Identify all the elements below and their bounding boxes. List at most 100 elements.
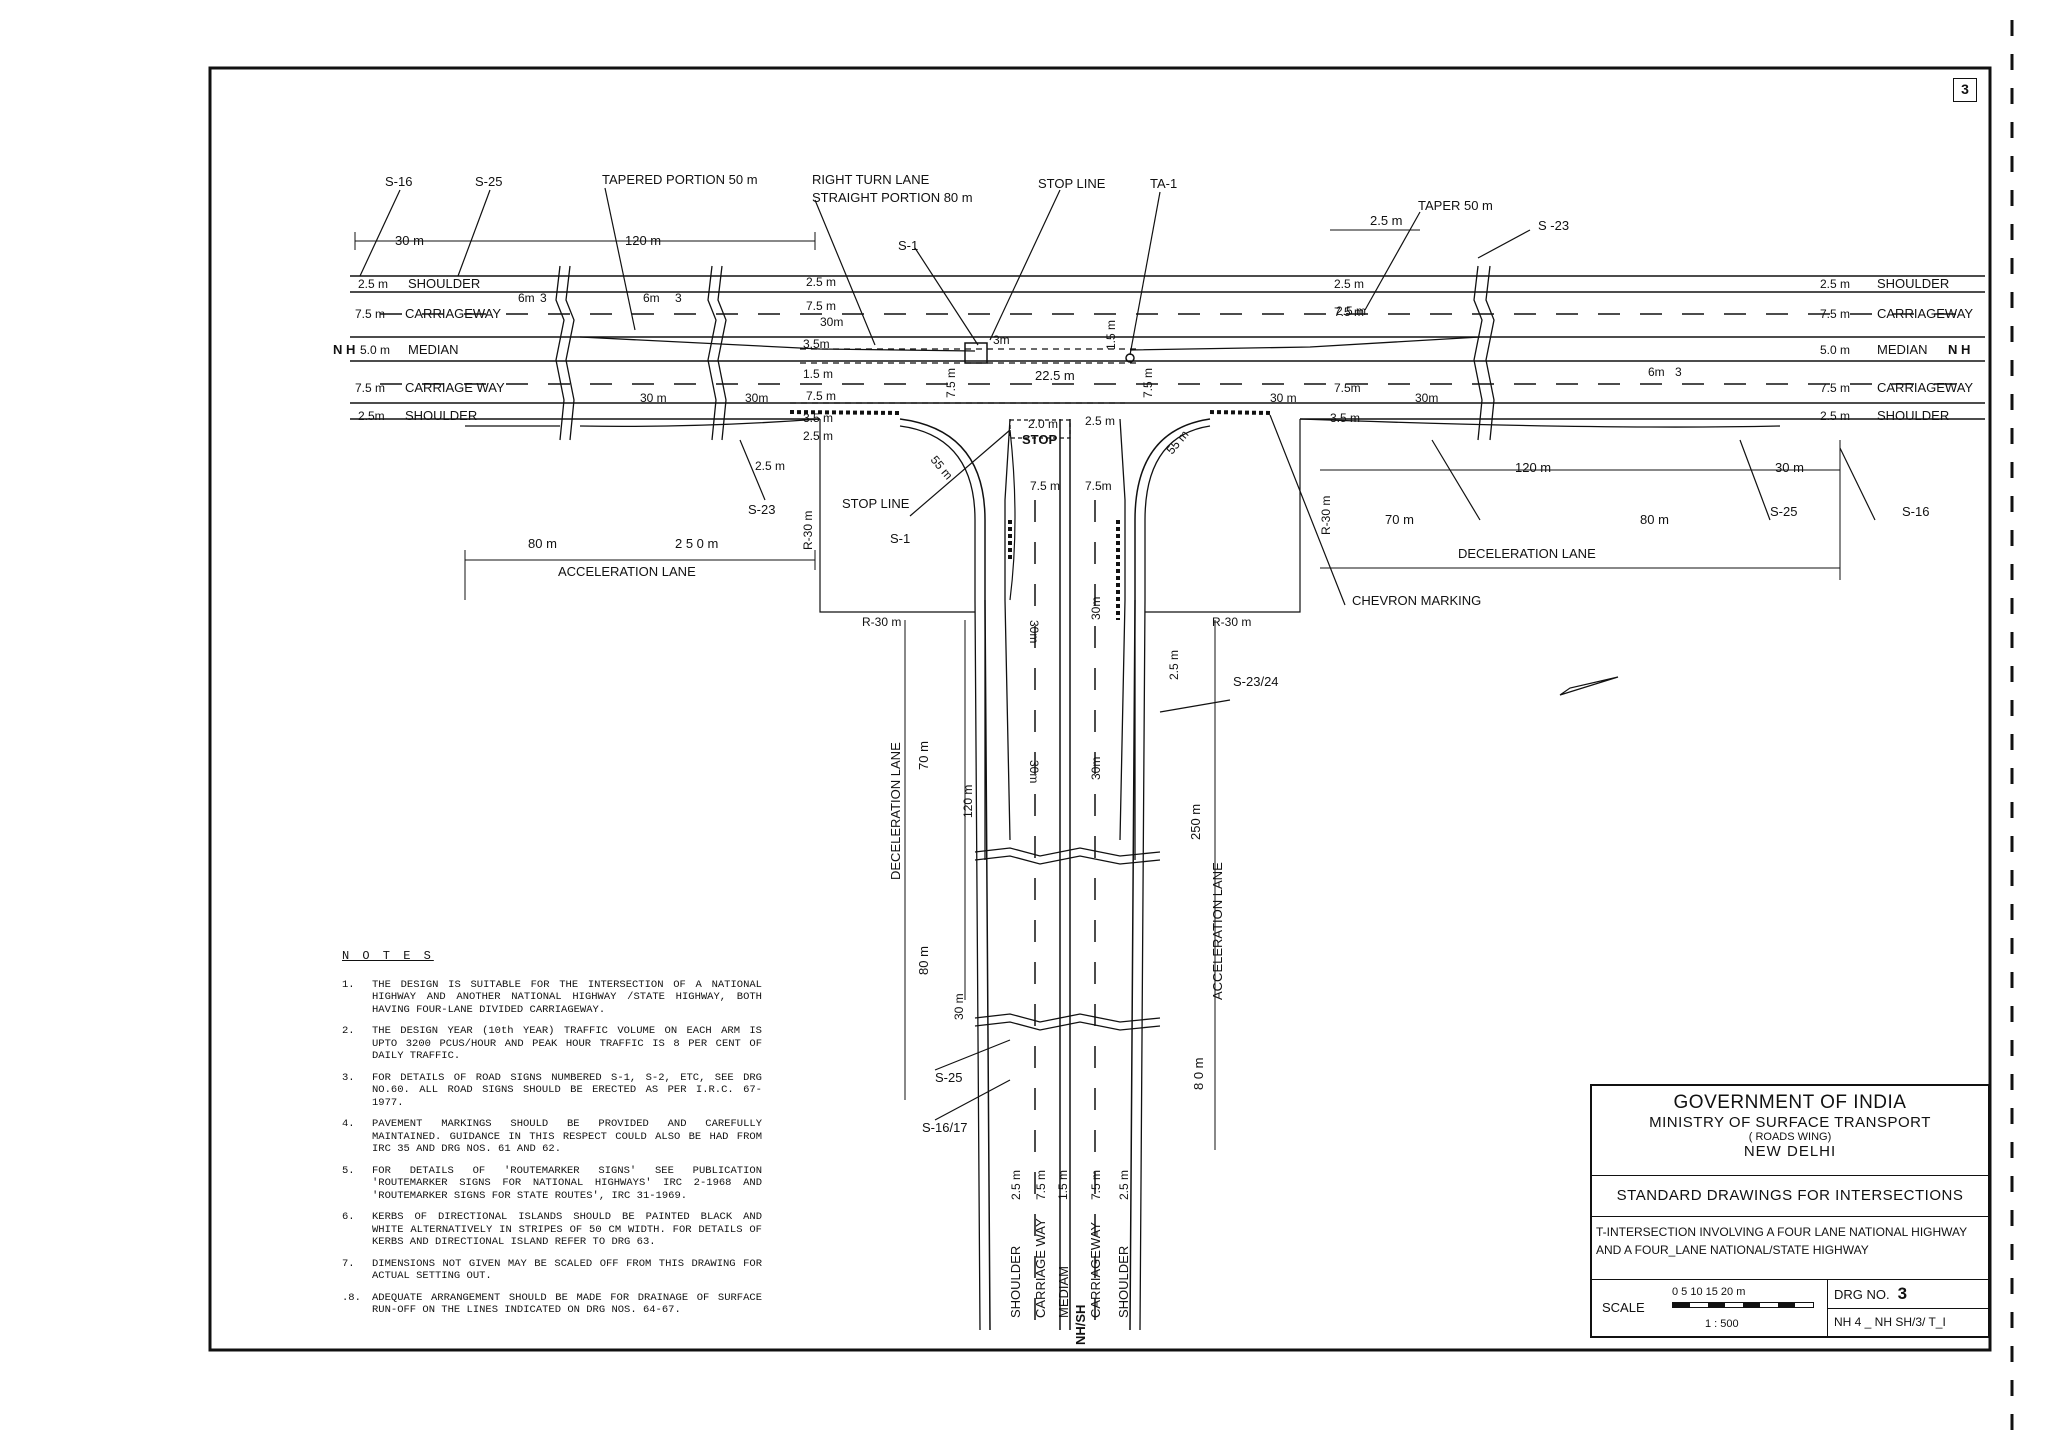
- direction-arrow: [1559, 676, 1619, 696]
- label: SHOULDER: [1008, 1246, 1023, 1318]
- label: 3: [540, 291, 547, 305]
- label: 30m: [820, 315, 843, 329]
- label: 2.5 m: [1334, 277, 1364, 291]
- label: 7.5 m: [355, 381, 385, 395]
- label: MEDIAN: [408, 342, 459, 357]
- label: 5.0 m: [360, 343, 390, 357]
- drawing-number: DRG NO.3: [1828, 1280, 1988, 1309]
- label: 2.5 m: [1085, 414, 1115, 428]
- note-item: 4.PAVEMENT MARKINGS SHOULD BE PROVIDED A…: [342, 1118, 762, 1156]
- label: 6m: [643, 291, 660, 305]
- note-text: FOR DETAILS OF ROAD SIGNS NUMBERED S-1, …: [372, 1071, 762, 1109]
- label: NH/SH: [1073, 1305, 1088, 1345]
- label: ACCELERATION LANE: [1210, 862, 1225, 1000]
- leader-lines: [359, 187, 1876, 1121]
- drawing-frame: [208, 66, 1992, 1352]
- label: 2.5 m: [1009, 1170, 1023, 1200]
- notes-panel: N O T E S 1.THE DESIGN IS SUITABLE FOR T…: [342, 950, 762, 1326]
- note-number: 2.: [342, 1025, 355, 1037]
- note-text: ADEQUATE ARRANGEMENT SHOULD BE MADE FOR …: [372, 1291, 762, 1317]
- label: 30 m: [1775, 460, 1804, 475]
- label: MEDIAN: [1877, 342, 1928, 357]
- label: 3.5 m: [1330, 411, 1360, 425]
- label: 2.5 m: [806, 275, 836, 289]
- label: STOP LINE: [842, 496, 910, 511]
- label: 30m: [1089, 757, 1103, 780]
- label: SHOULDER: [1116, 1246, 1131, 1318]
- label: 2.5 m: [803, 429, 833, 443]
- label: 2.0 m: [1028, 417, 1058, 431]
- label: 7.5 m: [1141, 368, 1155, 398]
- label: 3: [675, 291, 682, 305]
- label: 30 m: [1270, 391, 1297, 405]
- label: SHOULDER: [408, 276, 480, 291]
- org-line-2: MINISTRY OF SURFACE TRANSPORT: [1649, 1114, 1931, 1131]
- label: 30 m: [640, 391, 667, 405]
- label: 7.5 m: [355, 307, 385, 321]
- label: DECELERATION LANE: [1458, 546, 1596, 561]
- label: 3.5 m: [803, 411, 833, 425]
- label: R-30 m: [1212, 615, 1251, 629]
- label: 30 m: [952, 993, 966, 1020]
- label: 30m: [1027, 760, 1041, 783]
- org-line-3: ( ROADS WING): [1748, 1131, 1832, 1143]
- note-item: 2. THE DESIGN YEAR (10th YEAR) TRAFFIC VO…: [342, 1025, 762, 1063]
- label: R-30 m: [862, 615, 901, 629]
- note-item: 3.FOR DETAILS OF ROAD SIGNS NUMBERED S-1…: [342, 1072, 762, 1110]
- label: TA-1: [1150, 176, 1177, 191]
- label: 7.5 m: [1820, 307, 1850, 321]
- label: 2.5 m: [1820, 277, 1850, 291]
- standard-drawings-heading: STANDARD DRAWINGS FOR INTERSECTIONS: [1592, 1176, 1988, 1217]
- label: 7.5 m: [944, 368, 958, 398]
- note-text: KERBS OF DIRECTIONAL ISLANDS SHOULD BE P…: [372, 1211, 762, 1248]
- label: S-16: [385, 174, 412, 189]
- side-road: [790, 402, 1301, 1331]
- label: 3.5m: [803, 337, 830, 351]
- label: 22.5 m: [1035, 368, 1075, 383]
- note-text: FOR DETAILS OF 'ROUTEMARKER SIGNS' SEE P…: [372, 1164, 762, 1202]
- label: N H: [333, 342, 355, 357]
- label: 7.5 m: [806, 299, 836, 313]
- label: STRAIGHT PORTION 80 m: [812, 190, 973, 205]
- label: CARRIAGEWAY: [1877, 306, 1973, 321]
- label: 3: [1675, 365, 1682, 379]
- label: CARRIAGEWAY: [405, 306, 501, 321]
- label: 80 m: [1640, 512, 1669, 527]
- label: 80 m: [528, 536, 557, 551]
- org-line-4: NEW DELHI: [1743, 1143, 1837, 1160]
- label: 70 m: [916, 741, 931, 770]
- label: S-25: [475, 174, 502, 189]
- label: 120 m: [961, 785, 975, 818]
- label: 7.5m: [1085, 479, 1112, 493]
- scale-bar: [1672, 1302, 1814, 1308]
- note-number: .8.: [342, 1291, 361, 1304]
- title-block-footer: SCALE 0 5 10 15 20 m 1 : 500 DRG NO.3 NH…: [1592, 1280, 1988, 1338]
- label: TAPER 50 m: [1418, 198, 1493, 213]
- label: 2.5 m: [1117, 1170, 1131, 1200]
- label: 55 m: [928, 453, 956, 482]
- label: CARRIAGEWAY: [1088, 1222, 1103, 1318]
- label: 80 m: [916, 946, 931, 975]
- label: S-23/24: [1233, 674, 1279, 689]
- label: R-30 m: [1319, 496, 1333, 535]
- label: R-30 m: [801, 511, 815, 550]
- label: ACCELERATION LANE: [558, 564, 696, 579]
- label: S-25: [935, 1070, 962, 1085]
- label: STOP LINE: [1038, 176, 1106, 191]
- label: SHOULDER: [1877, 408, 1949, 423]
- label: 5.0 m: [1820, 343, 1850, 357]
- drawing-title: T-INTERSECTION INVOLVING A FOUR LANE NAT…: [1592, 1217, 1988, 1280]
- label: CARRIAGE WAY: [1033, 1218, 1048, 1318]
- label: N H: [1948, 342, 1970, 357]
- label: 6m: [1648, 365, 1665, 379]
- note-text: THE DESIGN YEAR (10th YEAR) TRAFFIC VOLU…: [372, 1025, 762, 1062]
- label: DECELERATION LANE: [888, 742, 903, 880]
- scale-label: SCALE: [1602, 1300, 1645, 1315]
- note-text: DIMENSIONS NOT GIVEN MAY BE SCALED OFF F…: [372, 1257, 762, 1283]
- label: 30 m: [395, 233, 424, 248]
- label: 55 m: [1164, 427, 1192, 456]
- label: CARRIAGE WAY: [405, 380, 505, 395]
- note-text: THE DESIGN IS SUITABLE FOR THE INTERSECT…: [372, 978, 762, 1016]
- label: 30m: [745, 391, 768, 405]
